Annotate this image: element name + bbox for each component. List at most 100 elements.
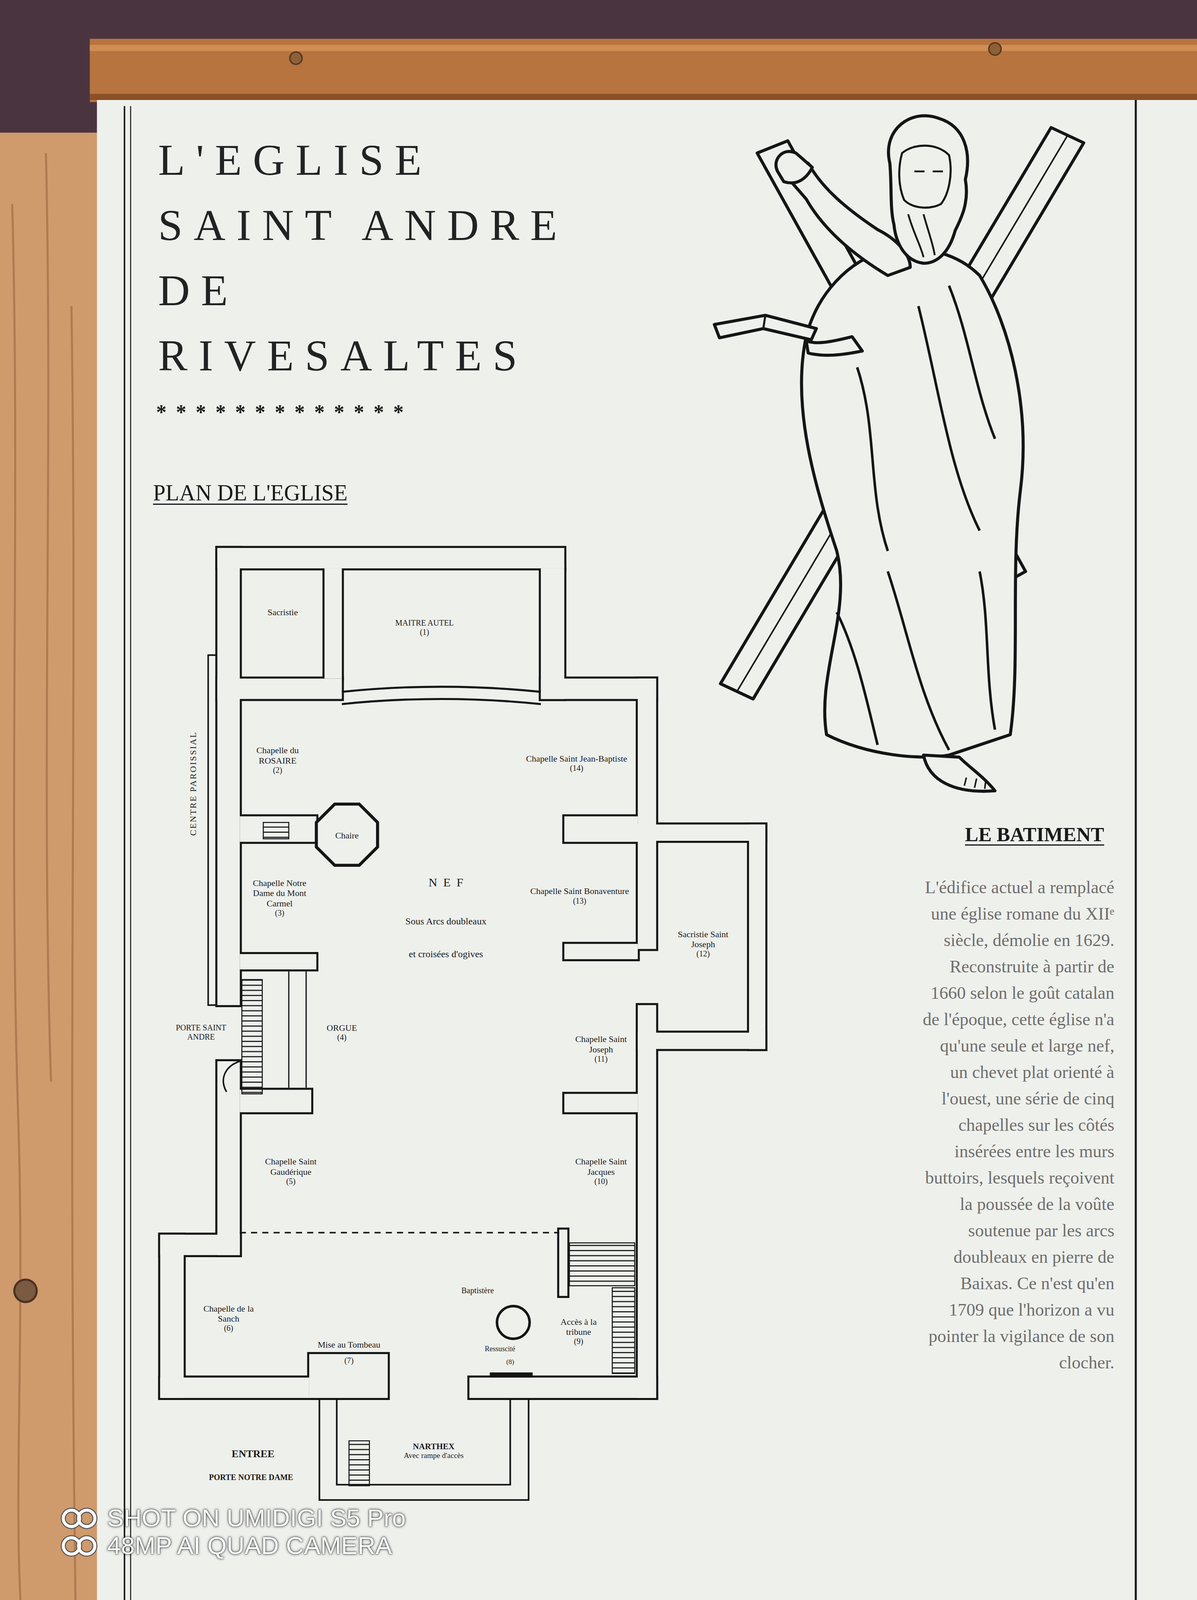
church-plan bbox=[160, 548, 766, 1399]
room-name: Sous Arcs doubleaux et croisées d'ogives bbox=[402, 905, 490, 971]
room-name: Chapelle Saint Joseph bbox=[565, 1034, 637, 1055]
callout-number: (11) bbox=[565, 1054, 637, 1064]
callout-number: (9) bbox=[548, 1337, 609, 1347]
room-name: Chapelle Saint Gaudérique bbox=[244, 1156, 337, 1177]
camera-logo bbox=[63, 1510, 95, 1555]
callout-number: (4) bbox=[313, 1032, 370, 1043]
annex-label: CENTRE PAROISSIAL bbox=[187, 731, 198, 836]
church-plan bbox=[288, 971, 307, 1089]
saint-andrew-illustration bbox=[836, 285, 995, 751]
callout-number: (14) bbox=[519, 763, 634, 773]
camera-logo bbox=[78, 1537, 95, 1555]
room-name: ORGUE bbox=[313, 1022, 370, 1033]
board-frame bbox=[12, 153, 76, 1600]
church-plan bbox=[239, 1232, 559, 1234]
saint-andrew-illustration bbox=[801, 248, 1023, 758]
room-label: Mise au Tombeau(7) bbox=[308, 1339, 390, 1366]
narthex-label: NARTHEXAvec rampe d'accès bbox=[372, 1441, 495, 1461]
room-name: Chapelle de la Sanch bbox=[192, 1303, 265, 1325]
room-label: Sacristie Saint Joseph(12) bbox=[666, 929, 741, 959]
board-frame bbox=[130, 106, 132, 1600]
room-label: Chapelle Saint Gaudérique(5) bbox=[244, 1156, 337, 1187]
door-label: PORTE NOTRE DAME bbox=[208, 1473, 293, 1483]
callout-number: (1) bbox=[348, 627, 502, 637]
saint-andrew-illustration bbox=[908, 171, 943, 258]
room-name: MAITRE AUTEL bbox=[348, 618, 502, 628]
church-plan bbox=[223, 1061, 240, 1093]
church-plan bbox=[319, 1398, 529, 1501]
stair-label: Accès à la tribune(9) bbox=[548, 1317, 609, 1347]
separator: ************* bbox=[156, 400, 413, 425]
pulpit-label: Chaire bbox=[320, 830, 374, 841]
saint-andrew-illustration bbox=[964, 777, 986, 789]
board-frame bbox=[0, 132, 99, 1600]
room-label: Chapelle Saint Jean-Baptiste(14) bbox=[519, 753, 634, 773]
room-name: Chaire bbox=[320, 830, 374, 841]
saint-andrew-illustration bbox=[714, 115, 1084, 792]
nave-label: NEFSous Arcs doubleaux et croisées d'ogi… bbox=[364, 875, 528, 971]
saint-andrew-illustration bbox=[776, 151, 813, 184]
callout-number: (2) bbox=[242, 765, 314, 775]
room-name: Chapelle Saint Jacques bbox=[565, 1156, 637, 1177]
saint-andrew-illustration bbox=[899, 145, 951, 208]
church-plan bbox=[496, 1306, 530, 1340]
camera-logo bbox=[78, 1510, 95, 1528]
watermark: 48MP AI QUAD CAMERA bbox=[107, 1533, 393, 1559]
room-label: MAITRE AUTEL(1) bbox=[348, 618, 502, 637]
church-plan bbox=[569, 1243, 635, 1286]
room-label: Sacristie bbox=[244, 607, 321, 618]
board-frame bbox=[289, 52, 303, 65]
callout-number: (5) bbox=[244, 1176, 337, 1187]
callout-number: (12) bbox=[666, 949, 741, 959]
section-heading: PLAN DE L'EGLISE bbox=[153, 480, 348, 506]
section-heading: LE BATIMENT bbox=[964, 823, 1105, 847]
board-frame bbox=[89, 44, 1197, 51]
saint-andrew-illustration bbox=[888, 115, 968, 264]
church-plan bbox=[341, 686, 541, 705]
room-name: Sacristie bbox=[244, 607, 321, 618]
room-name: Chapelle Saint Bonaventure bbox=[526, 886, 634, 897]
callout-number: (10) bbox=[565, 1176, 637, 1187]
room-name: Chapelle du ROSAIRE bbox=[242, 745, 314, 766]
room-name: NARTHEX bbox=[372, 1441, 495, 1452]
board-frame bbox=[14, 1279, 37, 1303]
room-label: Chapelle Notre Dame du Mont Carmel(3) bbox=[242, 878, 317, 918]
callout-number: (6) bbox=[192, 1323, 265, 1334]
callout-number: (3) bbox=[242, 908, 317, 918]
board-frame bbox=[89, 94, 1197, 101]
church-plan bbox=[348, 1441, 370, 1486]
callout-number: (8) bbox=[506, 1358, 515, 1367]
saint-andrew-illustration bbox=[923, 755, 995, 792]
watermark: SHOT ON UMIDIGI S5 Pro bbox=[107, 1505, 406, 1531]
callout-number: (7) bbox=[308, 1356, 390, 1366]
board-frame bbox=[988, 42, 1002, 56]
room-name: Chapelle Saint Jean-Baptiste bbox=[519, 753, 634, 764]
church-plan bbox=[316, 804, 378, 866]
church-plan bbox=[242, 979, 263, 1095]
saint-andrew-illustration bbox=[714, 315, 817, 340]
board-frame bbox=[123, 106, 126, 1600]
board-frame bbox=[1134, 100, 1137, 1600]
saint-andrew-illustration bbox=[806, 336, 863, 356]
board-frame bbox=[89, 38, 1197, 103]
callout-number: (13) bbox=[526, 896, 634, 906]
room-name: Avec rampe d'accès bbox=[372, 1451, 495, 1461]
room-label: Chapelle Saint Bonaventure(13) bbox=[526, 886, 634, 906]
font-label: Baptistère bbox=[461, 1286, 494, 1296]
church-plan bbox=[160, 548, 766, 1399]
room-label: Chapelle Saint Jacques(10) bbox=[565, 1156, 637, 1187]
room-name: Sacristie Saint Joseph bbox=[666, 929, 741, 950]
organ-label: ORGUE(4) bbox=[313, 1022, 370, 1043]
statue-label: Ressuscité bbox=[484, 1345, 516, 1354]
board-frame bbox=[96, 100, 1197, 1600]
church-plan bbox=[489, 1372, 533, 1378]
church-plan bbox=[263, 822, 289, 839]
church-plan bbox=[160, 548, 766, 1501]
room-label: Chapelle Saint Joseph(11) bbox=[565, 1034, 637, 1064]
entrance-label: ENTREE bbox=[231, 1448, 275, 1461]
room-name: Accès à la tribune bbox=[548, 1317, 609, 1338]
door-label: PORTE SAINT ANDRE bbox=[165, 1023, 237, 1042]
body-text: L'édifice actuel a remplacé une église r… bbox=[922, 874, 1115, 1377]
room-label: Chapelle de la Sanch(6) bbox=[192, 1303, 265, 1334]
